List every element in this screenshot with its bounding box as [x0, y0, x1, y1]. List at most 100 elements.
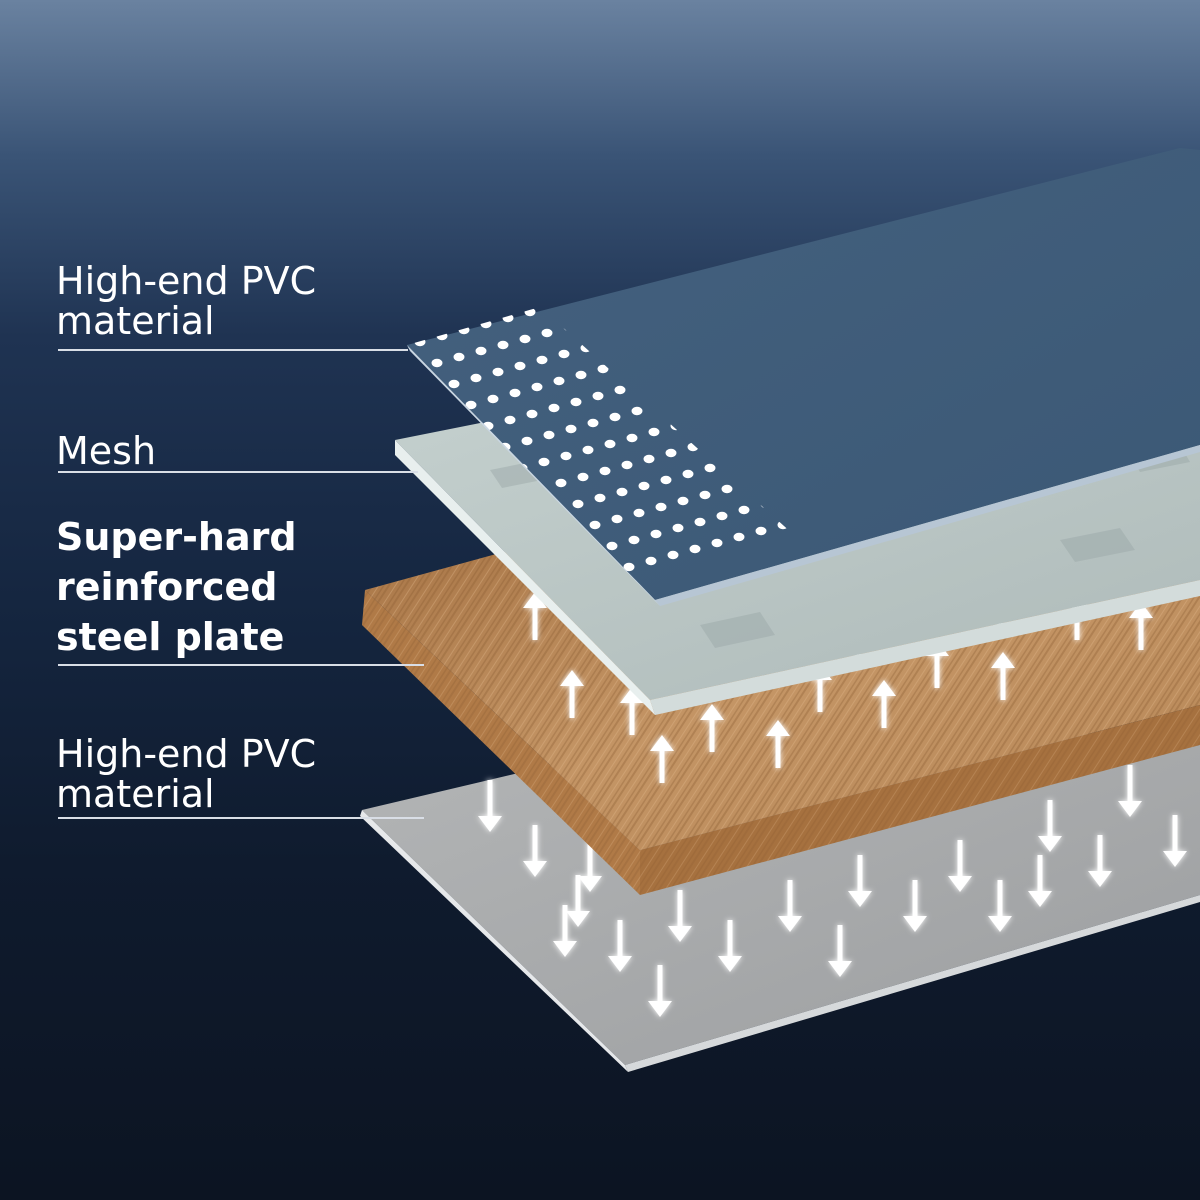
up-arrow-icon — [620, 687, 644, 735]
dot — [626, 433, 638, 443]
dot — [470, 373, 482, 383]
dot — [631, 406, 643, 416]
down-arrow-icon — [608, 920, 632, 972]
dot — [716, 511, 728, 521]
top-pvc-sheet — [407, 148, 1200, 606]
dot — [599, 466, 611, 476]
dot — [465, 400, 477, 410]
dot — [633, 508, 645, 518]
down-arrow-icon — [1038, 800, 1062, 852]
dot — [606, 541, 618, 551]
down-arrow-icon — [566, 875, 590, 927]
dot — [638, 481, 650, 491]
dot — [609, 412, 621, 422]
dot — [623, 562, 635, 572]
dot — [733, 532, 745, 542]
dot — [553, 376, 565, 386]
dot — [597, 364, 609, 374]
dot — [431, 358, 443, 368]
dot — [665, 448, 677, 458]
dot — [475, 346, 487, 356]
dot — [560, 451, 572, 461]
down-arrow-icon — [553, 905, 577, 957]
up-arrow-icon — [523, 592, 547, 640]
up-arrow-icon — [650, 735, 674, 783]
leader-line-mesh — [58, 471, 418, 473]
dot — [577, 472, 589, 482]
up-arrow-icon — [872, 680, 896, 728]
dot — [541, 328, 553, 338]
dot — [519, 334, 531, 344]
dot — [660, 475, 672, 485]
dot — [521, 436, 533, 446]
down-arrow-icon — [948, 840, 972, 892]
down-arrow-icon — [648, 965, 672, 1017]
down-arrow-icon — [903, 880, 927, 932]
dot — [721, 484, 733, 494]
dot — [628, 535, 640, 545]
down-arrow-icon — [668, 890, 692, 942]
label-steel-plate: Super-hard reinforced steel plate — [56, 518, 297, 656]
label-top-pvc: High-end PVC material — [56, 262, 316, 340]
label-line: Super-hard — [56, 515, 297, 559]
dot — [492, 367, 504, 377]
dot — [536, 355, 548, 365]
dot — [589, 520, 601, 530]
dot — [509, 388, 521, 398]
label-line: High-end PVC — [56, 732, 317, 776]
dot — [745, 248, 756, 256]
dot — [548, 403, 560, 413]
dot — [570, 397, 582, 407]
up-arrow-icon — [766, 720, 790, 768]
dot — [555, 478, 567, 488]
dot — [650, 529, 662, 539]
up-arrow-icon — [700, 704, 724, 752]
down-arrow-icon — [778, 880, 802, 932]
down-arrow-icon — [1088, 835, 1112, 887]
dot — [711, 538, 723, 548]
dot — [414, 337, 426, 347]
dot — [643, 454, 655, 464]
dot — [679, 266, 690, 274]
label-line: Mesh — [56, 429, 157, 473]
dot — [531, 382, 543, 392]
dot — [755, 526, 767, 536]
down-arrow-icon — [848, 855, 872, 907]
dot — [645, 556, 657, 566]
dot — [699, 490, 711, 500]
dot — [524, 307, 536, 317]
dot — [538, 457, 550, 467]
label-line: reinforced — [56, 565, 278, 609]
dot — [504, 415, 516, 425]
dot — [694, 517, 706, 527]
dot — [487, 394, 499, 404]
down-arrow-icon — [478, 780, 502, 832]
dot — [514, 361, 526, 371]
dot — [448, 379, 460, 389]
down-arrow-icon — [988, 880, 1012, 932]
dot — [667, 550, 679, 560]
dot — [611, 514, 623, 524]
dot — [604, 439, 616, 449]
dot — [502, 313, 514, 323]
leader-line-top-pvc — [58, 349, 408, 351]
dot — [616, 487, 628, 497]
leader-line-steel-plate — [58, 664, 424, 666]
dot — [565, 424, 577, 434]
dot — [657, 272, 668, 280]
label-line: material — [56, 772, 215, 816]
dot — [592, 391, 604, 401]
down-arrow-icon — [1118, 765, 1142, 817]
down-arrow-icon — [718, 920, 742, 972]
down-arrows — [478, 765, 1187, 1017]
dot — [682, 469, 694, 479]
dot — [704, 463, 716, 473]
label-line: material — [56, 299, 215, 343]
dot — [594, 493, 606, 503]
dot — [453, 352, 465, 362]
dot — [672, 523, 684, 533]
up-arrow-icon — [560, 670, 584, 718]
down-arrow-icon — [828, 925, 852, 977]
label-mesh: Mesh — [56, 432, 156, 470]
up-arrow-icon — [1129, 602, 1153, 650]
